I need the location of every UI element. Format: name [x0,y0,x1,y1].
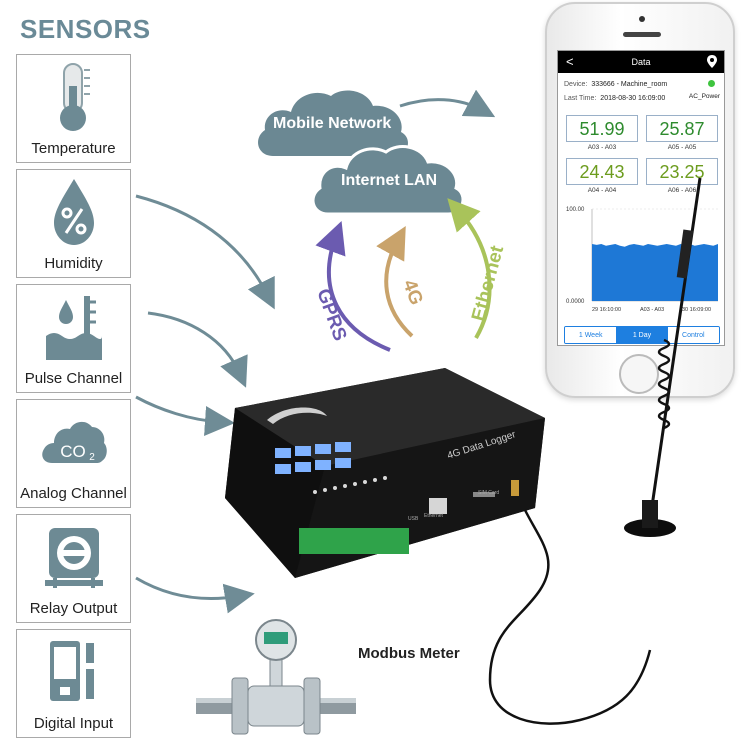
x-mid-label: A03 - A03 [640,307,664,313]
power-status: AC_Power [688,93,720,100]
modbus-meter [196,619,356,735]
sensor-label: Digital Input [33,715,114,732]
ethernet-arc [447,198,492,340]
sensor-card-pulse-channel: Pulse Channel [16,284,131,393]
terminal-block [299,528,409,554]
tile-value: 51.99 [566,115,638,142]
internet-lan-label: Internet LAN [341,172,437,189]
app-header: < Data [558,51,724,73]
antenna-whip [648,177,702,521]
phone-speaker [623,32,661,37]
sensor-card-relay-output: Relay Output [16,514,131,623]
sensor-label: Analog Channel [20,485,127,502]
time-row: Last Time: 2018-08-30 16:09:00 AC_Power [558,91,724,105]
tab-1-day[interactable]: 1 Day [616,327,668,343]
tab-1-week[interactable]: 1 Week [565,327,617,343]
value-tile[interactable]: 51.99 A03 - A03 [566,115,638,155]
sensor-card-digital-input: Digital Input [16,629,131,738]
value-tile[interactable]: 24.43 A04 - A04 [566,158,638,198]
arrow-humidity [147,311,248,388]
range-tabs: 1 Week 1 Day Control [564,326,720,344]
arrow-pulse [135,395,235,436]
tile-range: A06 - A06 [667,187,697,194]
antenna-cable [488,509,652,725]
internet-lan-cloud [311,145,465,216]
x-start-label: 29 16:10:00 [592,307,621,313]
relay-valve-icon [44,528,103,588]
phone-camera [639,16,645,22]
arrow-temperature [135,194,275,310]
ethernet-port-label: Ethernet [424,513,443,519]
antenna-coil [657,338,671,430]
device-key: Device: [564,80,588,88]
y-top-label: 100.00 [566,207,585,213]
seven-segment-display [275,442,351,474]
y-bottom-label: 0.0000 [566,299,585,305]
sim-slot [473,492,495,497]
sensor-label: Humidity [44,255,103,272]
device-row: Device: 333666 - Machine_room [558,77,724,91]
smartphone: < Data Device: 333666 - Machine_room Las… [545,2,735,398]
usb-label: USB [408,516,419,522]
tile-value: 24.43 [566,158,638,185]
back-button[interactable]: < [566,54,574,69]
digital-input-icon [49,641,94,701]
water-level-icon [45,296,102,360]
location-pin-icon[interactable] [707,55,717,68]
time-value: 2018-08-30 16:09:00 [600,94,666,102]
tile-range: A03 - A03 [587,144,617,151]
home-button[interactable] [619,354,659,394]
humidity-drop-icon [53,179,94,245]
x-end-label: 30 16:09:00 [682,307,711,313]
value-tile[interactable]: 25.87 A05 - A05 [646,115,718,155]
sim-card-label: SIM Card [478,490,500,496]
thermometer-icon [59,63,90,131]
sensor-card-temperature: Temperature [16,54,131,163]
value-tile[interactable]: 23.25 A06 - A06 [646,158,718,198]
status-leds [313,476,387,494]
antenna-sleeve [676,229,694,279]
ethernet-port [429,498,447,514]
sensor-card-humidity: Humidity [16,169,131,278]
arrow-relay [135,576,255,614]
svg-text:2: 2 [89,452,95,463]
co2-cloud-icon: CO 2 [41,421,107,463]
4g-arc [376,226,414,338]
tile-value: 25.87 [646,115,718,142]
sensor-label: Temperature [31,140,116,157]
mobile-network-label: Mobile Network [273,115,392,132]
data-logger-device [225,368,545,578]
sensors-title: SENSORS [20,14,151,44]
modbus-meter-label: Modbus Meter [358,645,460,662]
gprs-arc [315,220,391,352]
device-value: 333666 - Machine_room [591,80,668,88]
antenna-connector [511,480,519,496]
arrow-to-phone [399,89,496,118]
sensor-card-analog-channel: CO 2 Analog Channel [16,399,131,508]
sensor-label: Relay Output [29,600,118,617]
time-key: Last Time: [564,94,597,102]
logo-swoosh [267,407,327,424]
tile-value: 23.25 [646,158,718,185]
tab-control[interactable]: Control [667,327,719,343]
app-title: Data [631,57,651,67]
status-led [708,80,715,87]
tile-range: A04 - A04 [587,187,617,194]
mobile-network-cloud [258,90,408,156]
sensor-label: Pulse Channel [24,370,123,387]
tile-range: A05 - A05 [667,144,697,151]
svg-text:CO: CO [60,442,86,461]
